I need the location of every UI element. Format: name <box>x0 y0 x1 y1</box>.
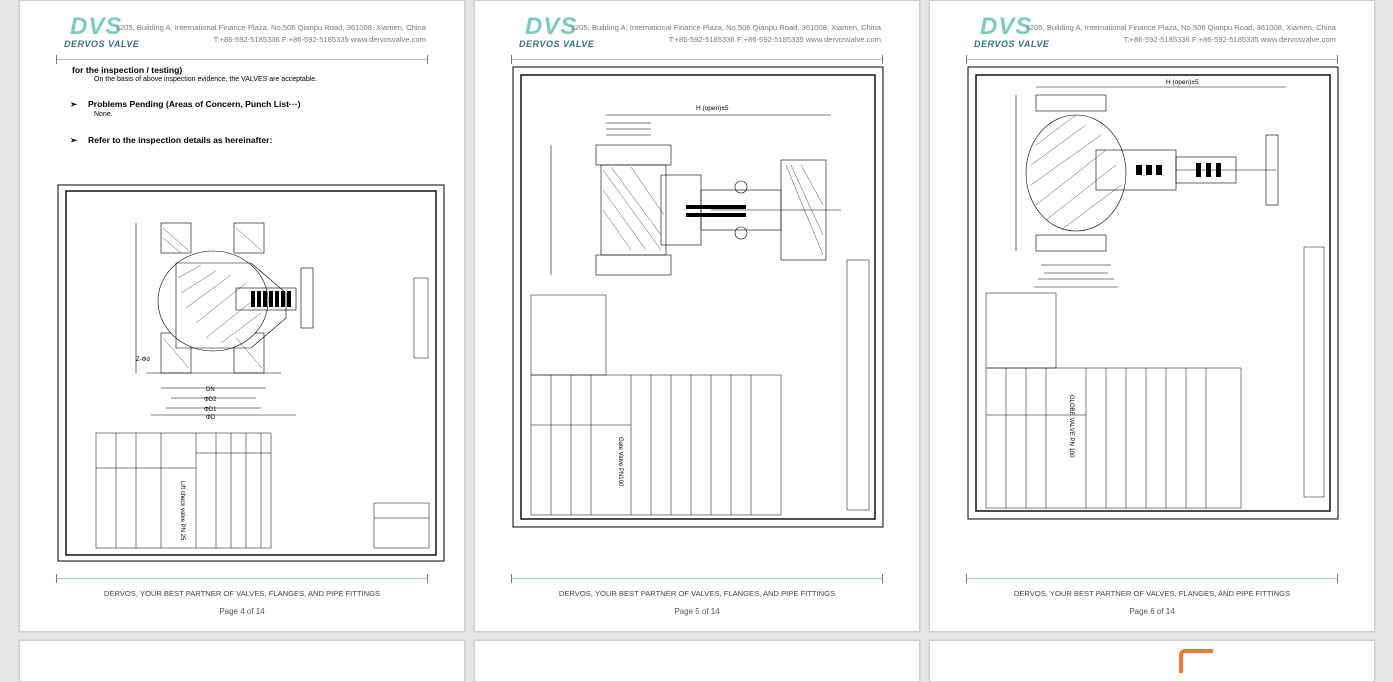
document-page-7[interactable] <box>19 640 465 682</box>
drawing-title: Gate Valve PN100 <box>617 437 623 487</box>
dervos-logo: DVS DERVOS VALVE <box>519 15 603 53</box>
bullet-icon: ➢ <box>70 99 78 109</box>
lift-check-valve-drawing: DN ΦD2 ΦD1 ΦD Z-Φd Lift check valve PN 2… <box>57 184 445 562</box>
header-divider <box>966 55 1338 64</box>
document-page-4[interactable]: DVS DERVOS VALVE 1205, Building A, Inter… <box>19 0 465 632</box>
dervos-logo: DVS DERVOS VALVE <box>974 15 1058 53</box>
inspection-body: On the basis of above inspection evidenc… <box>94 76 318 83</box>
document-page-9[interactable] <box>929 640 1375 682</box>
document-page-8[interactable] <box>474 640 920 682</box>
stamp-mark-icon <box>1179 649 1213 673</box>
footer-divider <box>511 574 883 583</box>
height-dimension: H (open)±5 <box>1166 79 1199 86</box>
footer-divider <box>56 574 428 583</box>
footer-divider <box>966 574 1338 583</box>
header-address: 1205, Building A, International Finance … <box>1025 23 1336 44</box>
gate-valve-drawing: H (open)±5 Gate Valve PN100 <box>512 66 884 528</box>
logo-subtitle: DERVOS VALVE <box>974 39 1050 49</box>
document-page-5[interactable]: DVS DERVOS VALVE 1205, Building A, Inter… <box>474 0 920 632</box>
logo-mark: DVS <box>980 13 1033 40</box>
logo-subtitle: DERVOS VALVE <box>519 39 595 49</box>
svg-text:Z-Φd: Z-Φd <box>136 357 150 363</box>
globe-valve-drawing: H (open)±5 GLOBE VALVE PN 100 <box>967 66 1339 520</box>
dervos-logo: DVS DERVOS VALVE <box>64 15 148 53</box>
drawing-title: GLOBE VALVE PN 100 <box>1068 395 1074 458</box>
problems-heading: Problems Pending (Areas of Concern, Punc… <box>88 99 301 109</box>
footer-slogan: DERVOS, YOUR BEST PARTNER OF VALVES, FLA… <box>558 589 836 598</box>
bullet-icon: ➢ <box>70 135 78 145</box>
logo-mark: DVS <box>70 13 123 40</box>
header-address: 1205, Building A, International Finance … <box>115 23 426 44</box>
svg-text:ΦD2: ΦD2 <box>204 397 217 403</box>
refer-heading: Refer to the inspection details as herei… <box>88 135 273 145</box>
header-divider <box>511 55 883 64</box>
page-number: Page 6 of 14 <box>1129 607 1175 616</box>
document-page-6[interactable]: DVS DERVOS VALVE 1205, Building A, Inter… <box>929 0 1375 632</box>
header-divider <box>56 55 428 64</box>
svg-text:DN: DN <box>206 387 215 393</box>
footer-slogan: DERVOS, YOUR BEST PARTNER OF VALVES, FLA… <box>103 589 381 598</box>
page-number: Page 5 of 14 <box>674 607 720 616</box>
logo-subtitle: DERVOS VALVE <box>64 39 140 49</box>
header-address: 1205, Building A, International Finance … <box>570 23 881 44</box>
height-dimension: H (open)±5 <box>696 105 729 112</box>
inspection-heading: for the inspection / testing) <box>72 65 183 75</box>
footer-slogan: DERVOS, YOUR BEST PARTNER OF VALVES, FLA… <box>1013 589 1291 598</box>
drawing-title: Lift check valve PN 25 <box>179 481 185 541</box>
problems-body: None. <box>94 111 113 118</box>
page-number: Page 4 of 14 <box>219 607 265 616</box>
svg-text:ΦD: ΦD <box>206 415 216 421</box>
logo-mark: DVS <box>525 13 578 40</box>
svg-text:ΦD1: ΦD1 <box>204 407 217 413</box>
